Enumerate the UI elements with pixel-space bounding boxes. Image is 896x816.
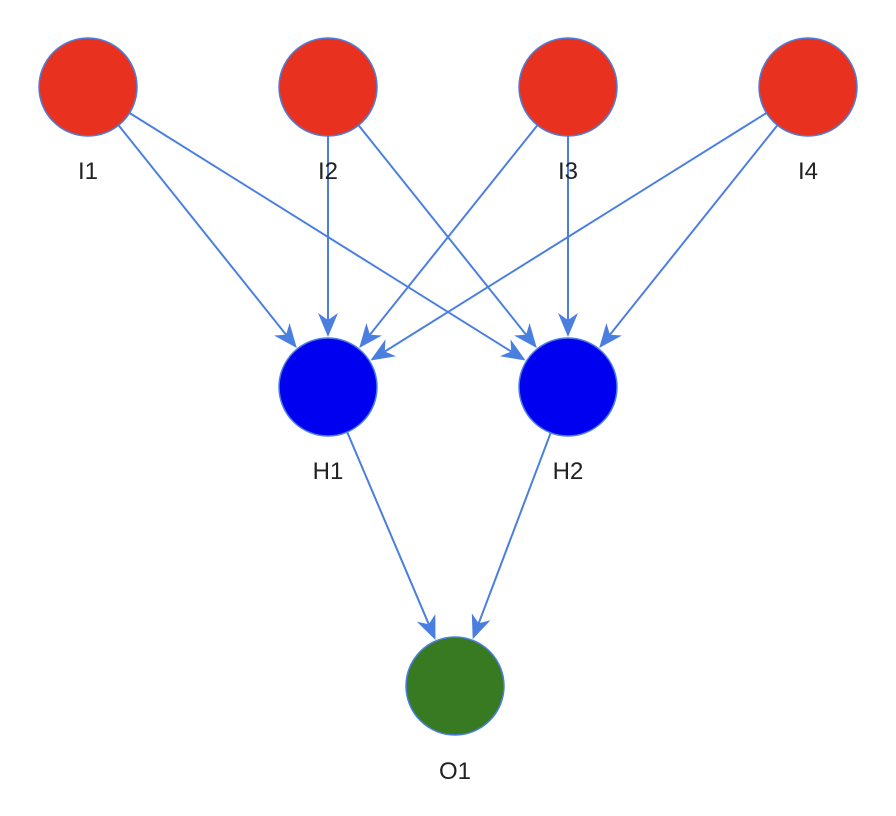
- edge-i3-h1: [359, 124, 539, 348]
- edge-line: [357, 124, 527, 336]
- node-label: O1: [439, 758, 471, 785]
- edge-line: [346, 431, 430, 625]
- arrowhead-icon: [416, 614, 436, 640]
- node-o1: O1: [405, 636, 505, 785]
- edge-line: [384, 112, 767, 353]
- input-node-circle: [38, 37, 138, 137]
- edge-line: [117, 124, 287, 336]
- arrowhead-icon: [274, 323, 297, 348]
- node-i4: I4: [758, 37, 858, 185]
- arrowhead-icon: [471, 613, 491, 640]
- arrowhead-icon: [599, 323, 622, 348]
- node-h1: H1: [278, 337, 378, 485]
- node-label: H1: [313, 458, 344, 485]
- hidden-node-circle: [518, 337, 618, 437]
- node-label: I4: [798, 158, 818, 185]
- arrowhead-icon: [318, 313, 338, 337]
- node-label: I2: [318, 158, 338, 185]
- node-label: I1: [78, 158, 98, 185]
- node-label: H2: [553, 458, 584, 485]
- input-node-circle: [758, 37, 858, 137]
- edge-i2-h2: [357, 124, 537, 348]
- edge-line: [609, 124, 779, 336]
- edge-i1-h1: [117, 124, 297, 348]
- arrowhead-icon: [514, 323, 537, 348]
- arrowhead-icon: [359, 323, 382, 348]
- arrowhead-icon: [558, 313, 578, 337]
- input-node-circle: [278, 37, 378, 137]
- edges-layer: [117, 112, 779, 640]
- edge-h1-o1: [346, 431, 436, 640]
- output-node-circle: [405, 636, 505, 736]
- arrowhead-icon: [370, 339, 397, 361]
- edge-i2-h1: [318, 136, 338, 337]
- edge-i4-h2: [599, 124, 779, 348]
- edge-h2-o1: [471, 432, 552, 640]
- edge-i4-h1: [370, 112, 767, 361]
- node-i3: I3: [518, 37, 618, 185]
- input-node-circle: [518, 37, 618, 137]
- edge-line: [369, 124, 539, 336]
- edge-i3-h2: [558, 136, 578, 337]
- node-h2: H2: [518, 337, 618, 485]
- node-label: I3: [558, 158, 578, 185]
- node-i2: I2: [278, 37, 378, 185]
- arrowhead-icon: [499, 339, 526, 361]
- node-i1: I1: [38, 37, 138, 185]
- edge-line: [477, 432, 552, 624]
- hidden-node-circle: [278, 337, 378, 437]
